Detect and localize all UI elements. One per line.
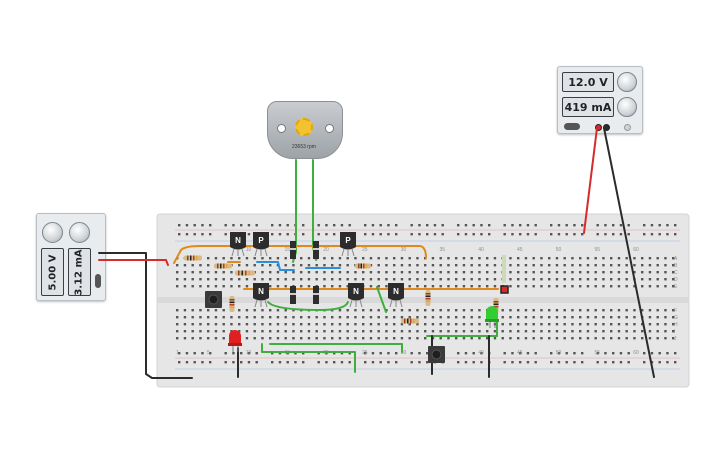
row-letter: D — [674, 277, 678, 283]
resistor[interactable] — [401, 318, 419, 324]
row-letter: E — [674, 284, 678, 290]
wire-blue-left[interactable] — [256, 261, 295, 271]
transistor-6[interactable]: N — [388, 283, 404, 308]
wire-psu-right-black[interactable] — [603, 127, 655, 378]
ground-terminal[interactable] — [624, 124, 631, 131]
column-number: 50 — [556, 350, 562, 356]
transistor-label: N — [393, 287, 399, 296]
voltage-knob[interactable] — [42, 222, 63, 243]
row-letter: B — [674, 263, 678, 269]
row-letter: H — [674, 322, 678, 328]
row-letter: A — [674, 256, 678, 262]
current-display: 3.12 mA — [68, 248, 91, 296]
column-number: 60 — [633, 247, 639, 253]
pushbutton-1[interactable] — [205, 291, 222, 308]
voltage-display: 5.00 V — [41, 248, 64, 296]
transistor-label: N — [258, 287, 264, 296]
transistors[interactable]: N P P N N N — [230, 232, 404, 308]
wire-green-bottom-2[interactable] — [269, 343, 403, 353]
header-pins — [502, 255, 506, 283]
transistor-3[interactable]: P — [340, 232, 356, 257]
transistor-label: N — [353, 287, 359, 296]
wire-psu-left-red[interactable] — [98, 259, 169, 266]
column-number: 45 — [517, 247, 523, 253]
column-number: 40 — [478, 247, 484, 253]
column-number: 40 — [478, 350, 484, 356]
column-number: 30 — [401, 247, 407, 253]
column-number: 10 — [246, 350, 252, 356]
wire-psu-right-red[interactable] — [583, 127, 598, 234]
transistor-2[interactable]: P — [253, 232, 269, 257]
power-supply-right[interactable]: 12.0 V 419 mA — [557, 66, 643, 134]
dc-motor[interactable]: 23653 rpm — [267, 101, 343, 159]
wire-green-mid[interactable] — [267, 301, 349, 311]
led-red[interactable] — [228, 330, 242, 352]
column-number: 10 — [246, 247, 252, 253]
power-switch[interactable] — [564, 123, 580, 130]
column-number: 35 — [440, 247, 446, 253]
column-number: 30 — [401, 350, 407, 356]
diodes[interactable] — [290, 241, 319, 304]
transistor-4[interactable]: N — [253, 283, 269, 308]
motor-rpm: 23653 rpm — [292, 144, 316, 150]
current-knob[interactable] — [617, 97, 637, 117]
resistor[interactable] — [214, 263, 232, 269]
column-number: 25 — [362, 247, 368, 253]
column-number: 55 — [595, 247, 601, 253]
pushbutton-2[interactable] — [428, 346, 445, 363]
column-number: 55 — [595, 350, 601, 356]
resistor[interactable] — [229, 296, 235, 312]
column-number: 1 — [176, 350, 179, 356]
column-number: 50 — [556, 247, 562, 253]
voltage-display: 12.0 V — [562, 72, 614, 92]
negative-terminal[interactable] — [595, 124, 602, 131]
led-green[interactable] — [485, 306, 499, 328]
row-letter: I — [674, 329, 675, 335]
breadboard-center-channel — [157, 297, 689, 303]
resistor[interactable] — [184, 255, 202, 261]
row-letter: J — [674, 336, 677, 342]
indicator-chip[interactable] — [500, 285, 509, 294]
wire-green-bottom-1[interactable] — [261, 343, 356, 373]
column-number: 15 — [285, 247, 291, 253]
column-number: 20 — [323, 247, 329, 253]
motor-hole-left-icon — [277, 124, 286, 133]
power-switch[interactable] — [95, 274, 101, 288]
column-number: 60 — [633, 350, 639, 356]
transistor-label: P — [345, 236, 351, 245]
motor-hole-right-icon — [325, 124, 334, 133]
voltage-knob[interactable] — [617, 72, 637, 92]
wire-psu-left-black[interactable] — [98, 252, 193, 379]
column-number: 5 — [207, 350, 210, 356]
transistor-1[interactable]: N — [230, 232, 246, 257]
resistor[interactable] — [425, 290, 431, 306]
resistor[interactable] — [235, 270, 255, 276]
row-letter: C — [674, 270, 678, 276]
resistor[interactable] — [355, 263, 371, 269]
transistor-label: N — [235, 236, 241, 245]
row-letter: F — [674, 308, 677, 314]
transistor-5[interactable]: N — [348, 283, 364, 308]
current-knob[interactable] — [69, 222, 90, 243]
wire-green-diag[interactable] — [376, 286, 387, 313]
transistor-label: P — [258, 236, 264, 245]
power-supply-left[interactable]: 5.00 V 3.12 mA — [36, 213, 106, 301]
column-number: 45 — [517, 350, 523, 356]
current-display: 419 mA — [562, 97, 614, 117]
motor-shaft-icon — [295, 118, 313, 136]
column-number: 25 — [362, 350, 368, 356]
wire-orange-top[interactable] — [173, 245, 427, 264]
row-letter: G — [674, 315, 678, 321]
